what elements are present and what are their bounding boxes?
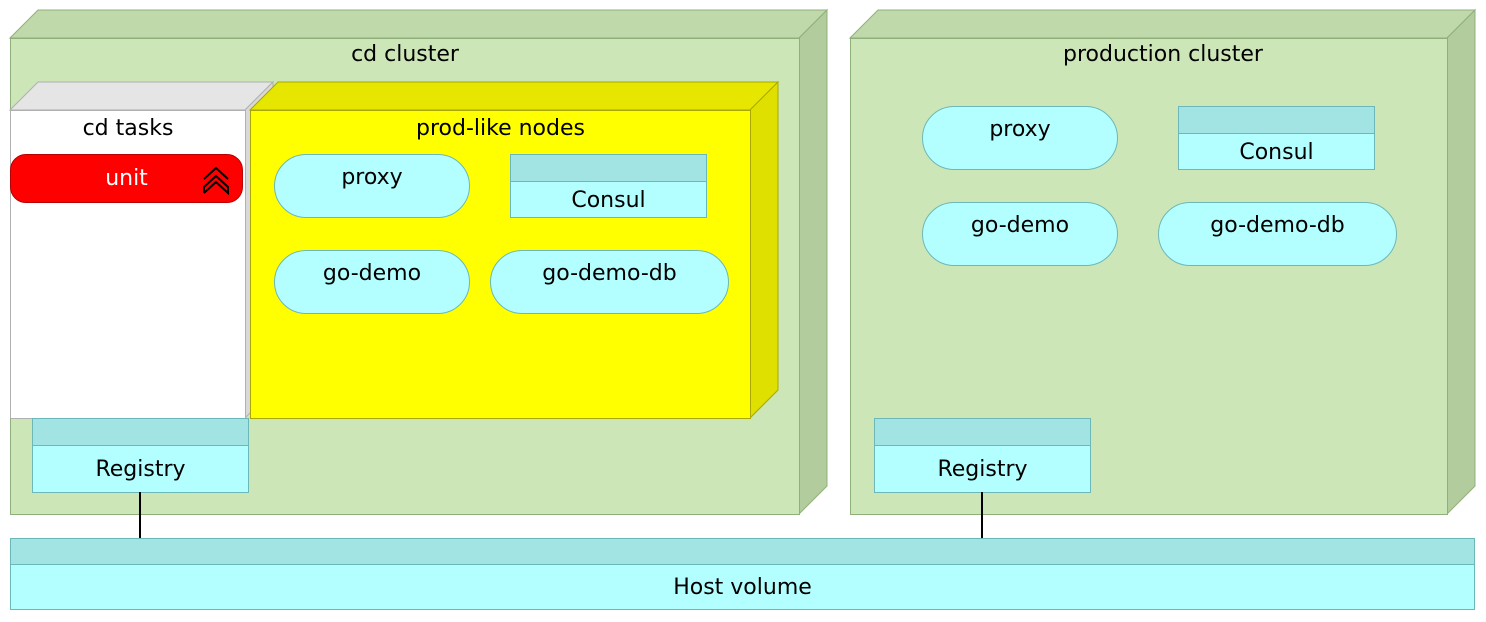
production-cluster-3d-edges xyxy=(848,8,1477,516)
production-cluster-title: production cluster xyxy=(1063,42,1263,67)
prod-consul-header xyxy=(1179,107,1374,134)
prod-go-demo-db-label: go-demo-db xyxy=(1210,213,1345,238)
cd-registry-connector xyxy=(139,492,141,538)
prod-like-3d-edges xyxy=(248,80,780,420)
prod-registry-header xyxy=(875,419,1090,446)
prod-registry-label: Registry xyxy=(937,457,1028,482)
chevron-up-icon xyxy=(203,166,229,195)
prod-go-demo-label: go-demo xyxy=(970,213,1070,238)
prod-like-go-demo-db[interactable]: go-demo-db xyxy=(490,250,729,314)
unit-label: unit xyxy=(105,166,148,191)
prod-like-consul-header xyxy=(511,155,706,182)
prod-go-demo-db[interactable]: go-demo-db xyxy=(1158,202,1397,266)
prod-registry-connector xyxy=(981,492,983,538)
cd-registry-label: Registry xyxy=(95,457,186,482)
prod-consul-label: Consul xyxy=(1239,139,1314,165)
prod-like-go-demo[interactable]: go-demo xyxy=(274,250,470,314)
prod-consul[interactable]: Consul xyxy=(1178,106,1375,170)
prod-like-proxy-label: proxy xyxy=(341,165,403,190)
prod-like-go-demo-db-label: go-demo-db xyxy=(542,261,677,286)
prod-like-consul[interactable]: Consul xyxy=(510,154,707,218)
prod-like-proxy[interactable]: proxy xyxy=(274,154,470,218)
cd-registry[interactable]: Registry xyxy=(32,418,249,493)
host-volume-header xyxy=(11,539,1474,565)
host-volume-label: Host volume xyxy=(673,575,812,600)
prod-like-title: prod-like nodes xyxy=(416,116,585,141)
host-volume[interactable]: Host volume xyxy=(10,538,1475,610)
cd-tasks-title: cd tasks xyxy=(82,116,174,141)
cd-cluster-title: cd cluster xyxy=(351,42,459,67)
prod-proxy[interactable]: proxy xyxy=(922,106,1118,170)
prod-like-consul-label: Consul xyxy=(571,187,646,213)
prod-go-demo[interactable]: go-demo xyxy=(922,202,1118,266)
unit-task[interactable]: unit xyxy=(10,154,243,203)
prod-registry[interactable]: Registry xyxy=(874,418,1091,493)
prod-like-go-demo-label: go-demo xyxy=(322,261,422,286)
prod-proxy-label: proxy xyxy=(989,117,1051,142)
cd-registry-header xyxy=(33,419,248,446)
